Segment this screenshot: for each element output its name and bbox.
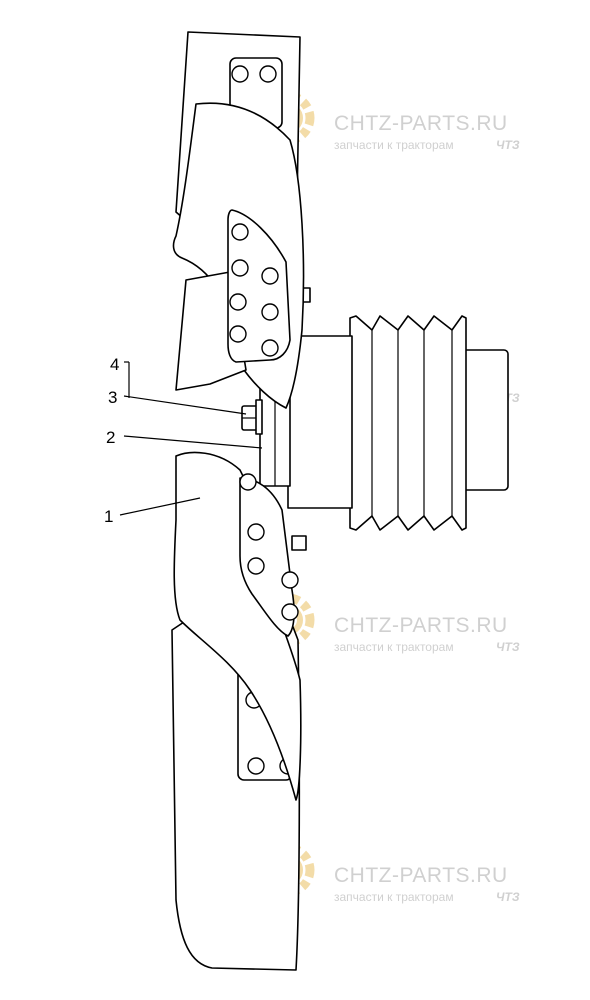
leader-line-2 xyxy=(123,435,263,449)
bolt xyxy=(229,293,247,311)
upper-mounting-plate xyxy=(227,209,291,363)
watermark-1: CHTZ-PARTS.RU запчасти к тракторам ЧТЗ xyxy=(261,91,520,152)
bolt xyxy=(259,65,277,83)
bolt xyxy=(247,757,265,775)
watermark-brand: ЧТЗ xyxy=(496,890,520,904)
watermark-site: CHTZ-PARTS.RU xyxy=(334,112,508,135)
leader-line-1 xyxy=(119,497,201,516)
bolt xyxy=(247,557,265,575)
watermark-3: CHTZ-PARTS.RU запчасти к тракторам ЧТЗ xyxy=(261,593,520,654)
watermark-brand: ЧТЗ xyxy=(496,640,520,654)
callout-2: 2 xyxy=(106,428,115,447)
bolt xyxy=(239,473,257,491)
bolt xyxy=(261,267,279,285)
callout-3: 3 xyxy=(108,388,117,407)
leader-lines xyxy=(119,361,263,516)
watermark-site: CHTZ-PARTS.RU xyxy=(334,614,508,637)
bolt xyxy=(261,303,279,321)
watermark-tagline: запчасти к тракторам xyxy=(334,138,454,152)
watermark-tagline: запчасти к тракторам xyxy=(334,640,454,654)
callout-4: 4 xyxy=(110,355,119,374)
hub xyxy=(287,335,353,509)
pulley xyxy=(349,315,509,531)
hub-bolt xyxy=(291,535,307,551)
washer xyxy=(255,399,263,435)
watermark-site: CHTZ-PARTS.RU xyxy=(334,864,508,887)
lower-mounting-plate xyxy=(239,477,295,637)
bolt xyxy=(247,523,265,541)
bolt xyxy=(261,339,279,357)
bolt xyxy=(231,259,249,277)
bolt xyxy=(281,603,299,621)
bolt xyxy=(231,223,249,241)
bolt xyxy=(229,325,247,343)
bolt xyxy=(281,571,299,589)
bolt xyxy=(231,65,249,83)
callout-1: 1 xyxy=(104,507,113,526)
watermark-brand: ЧТЗ xyxy=(496,138,520,152)
leader-line-3 xyxy=(123,395,247,415)
watermark-tagline: запчасти к тракторам xyxy=(334,890,454,904)
watermark-4: CHTZ-PARTS.RU запчасти к тракторам ЧТЗ xyxy=(261,843,520,904)
